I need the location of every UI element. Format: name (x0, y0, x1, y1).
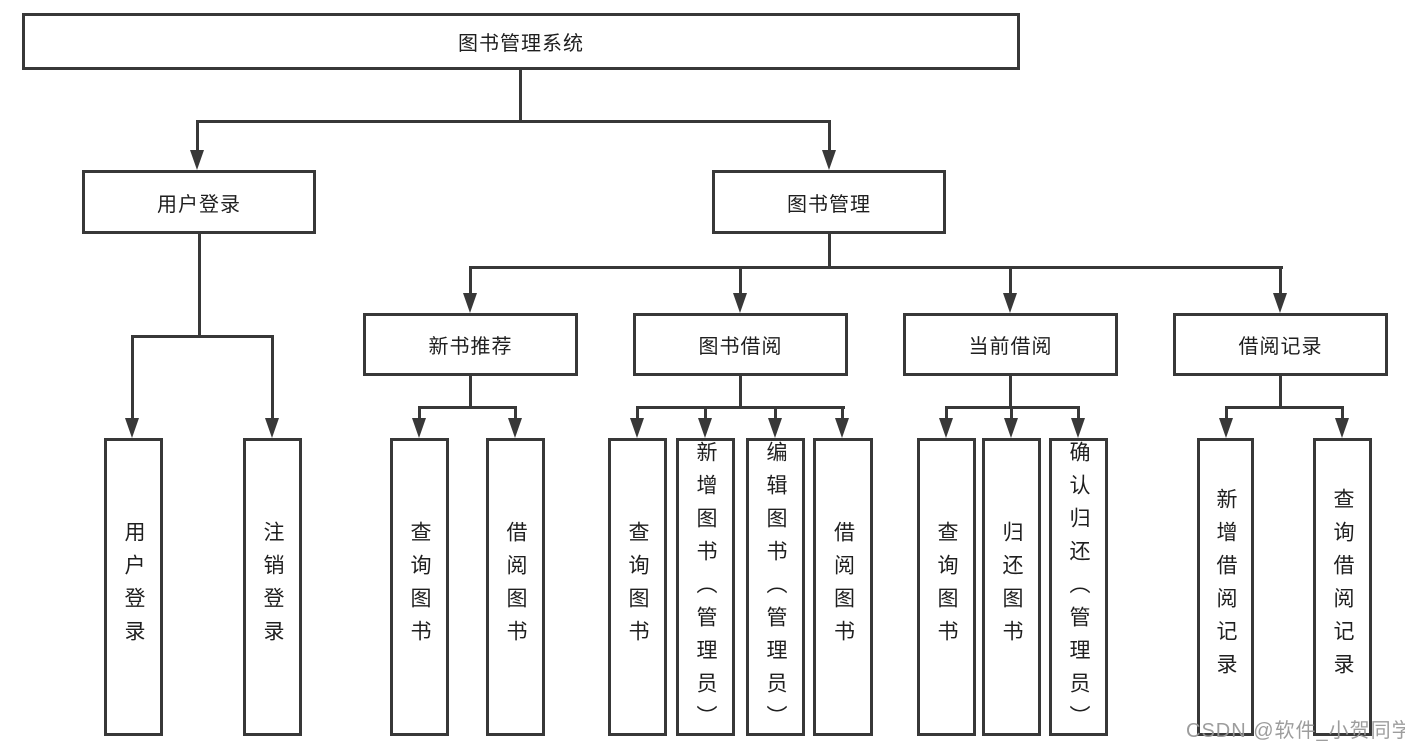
connector-line (469, 266, 1283, 269)
connector-line (196, 120, 199, 152)
leaf-user-login: 用户登录 (104, 438, 163, 736)
node-user-login-label: 用户登录 (157, 193, 241, 216)
connector-line (469, 266, 472, 295)
leaf-query-books-recommend-label: 查询图书 (408, 521, 431, 653)
leaf-add-borrow-record: 新增借阅记录 (1197, 438, 1254, 736)
connector-line (1279, 375, 1282, 409)
arrow-down-icon (630, 418, 644, 438)
connector-line (828, 233, 831, 269)
leaf-confirm-return-admin-label: 确认归还（管理员） (1067, 441, 1090, 738)
connector-line (1010, 406, 1013, 420)
connector-line (1009, 375, 1012, 409)
connector-line (739, 375, 742, 409)
node-root-label: 图书管理系统 (458, 33, 584, 55)
leaf-return-books-label: 归还图书 (1000, 521, 1023, 653)
connector-line (1225, 406, 1228, 420)
node-book-management-label: 图书管理 (787, 193, 871, 216)
leaf-query-books-current-label: 查询图书 (935, 521, 958, 653)
connector-line (636, 406, 845, 409)
arrow-down-icon (1003, 293, 1017, 313)
connector-line (636, 406, 639, 420)
arrow-down-icon (1335, 418, 1349, 438)
node-borrow-records-label: 借阅记录 (1238, 336, 1323, 358)
leaf-edit-books-admin: 编辑图书（管理员） (746, 438, 805, 738)
connector-line (131, 335, 274, 338)
leaf-query-books-recommend: 查询图书 (390, 438, 449, 736)
node-current-borrow: 当前借阅 (903, 313, 1118, 376)
node-book-borrow: 图书借阅 (633, 313, 848, 376)
leaf-query-borrow-record: 查询借阅记录 (1313, 438, 1372, 736)
leaf-add-books-admin: 新增图书（管理员） (676, 438, 735, 738)
connector-line (514, 406, 517, 420)
leaf-logout: 注销登录 (243, 438, 302, 736)
leaf-query-books-borrow: 查询图书 (608, 438, 667, 736)
leaf-borrow-books-label: 借阅图书 (831, 521, 855, 653)
node-current-borrow-label: 当前借阅 (968, 336, 1053, 358)
arrow-down-icon (1071, 418, 1085, 438)
arrow-down-icon (698, 418, 712, 438)
connector-line (519, 70, 522, 120)
arrow-down-icon (733, 293, 747, 313)
connector-line (418, 406, 421, 420)
csdn-watermark: CSDN @软件_小贺同学 (1186, 720, 1405, 742)
connector-line (271, 335, 274, 420)
connector-line (418, 406, 517, 409)
node-root: 图书管理系统 (22, 13, 1020, 70)
arrow-down-icon (508, 418, 522, 438)
arrow-down-icon (1273, 293, 1287, 313)
arrow-down-icon (822, 150, 836, 170)
leaf-return-books: 归还图书 (982, 438, 1041, 736)
connector-line (945, 406, 948, 420)
connector-line (774, 406, 777, 420)
leaf-query-books-current: 查询图书 (917, 438, 976, 736)
node-new-book-recommend-label: 新书推荐 (428, 336, 513, 358)
leaf-query-books-borrow-label: 查询图书 (626, 521, 649, 653)
connector-line (704, 406, 707, 420)
connector-line (1225, 406, 1344, 409)
leaf-edit-books-admin-label: 编辑图书（管理员） (764, 441, 787, 738)
leaf-query-borrow-record-label: 查询借阅记录 (1331, 488, 1354, 686)
node-new-book-recommend: 新书推荐 (363, 313, 578, 376)
arrow-down-icon (835, 418, 849, 438)
leaf-logout-label: 注销登录 (261, 521, 284, 653)
arrow-down-icon (768, 418, 782, 438)
connector-line (196, 120, 831, 123)
leaf-borrow-books: 借阅图书 (813, 438, 873, 736)
node-book-management: 图书管理 (712, 170, 946, 234)
node-user-login: 用户登录 (82, 170, 316, 234)
arrow-down-icon (939, 418, 953, 438)
leaf-borrow-books-recommend-label: 借阅图书 (504, 521, 527, 653)
connector-line (828, 120, 831, 152)
arrow-down-icon (412, 418, 426, 438)
connector-line (1009, 266, 1012, 295)
node-borrow-records: 借阅记录 (1173, 313, 1388, 376)
leaf-confirm-return-admin: 确认归还（管理员） (1049, 438, 1108, 738)
connector-line (841, 406, 844, 420)
leaf-user-login-label: 用户登录 (122, 521, 145, 653)
connector-line (739, 266, 742, 295)
connector-line (198, 233, 201, 335)
connector-line (469, 375, 472, 409)
connector-line (1077, 406, 1080, 420)
leaf-add-borrow-record-label: 新增借阅记录 (1214, 488, 1237, 686)
connector-line (1341, 406, 1344, 420)
connector-line (1279, 266, 1282, 295)
arrow-down-icon (1004, 418, 1018, 438)
leaf-add-books-admin-label: 新增图书（管理员） (694, 441, 717, 738)
connector-line (131, 335, 134, 420)
leaf-borrow-books-recommend: 借阅图书 (486, 438, 545, 736)
arrow-down-icon (190, 150, 204, 170)
arrow-down-icon (463, 293, 477, 313)
arrow-down-icon (265, 418, 279, 438)
node-book-borrow-label: 图书借阅 (698, 336, 783, 358)
arrow-down-icon (1219, 418, 1233, 438)
arrow-down-icon (125, 418, 139, 438)
